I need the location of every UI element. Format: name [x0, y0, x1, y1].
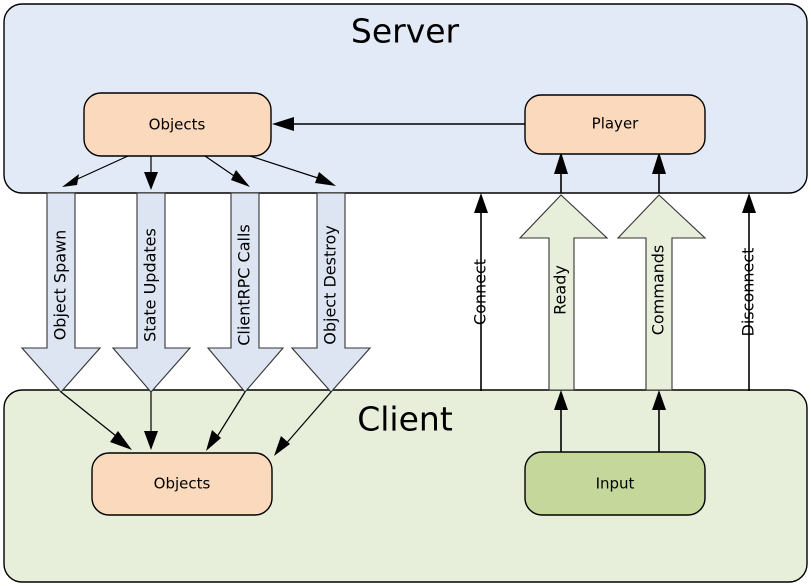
- object-spawn-arrow-shape: [20, 192, 102, 393]
- ready-label: Ready: [551, 265, 570, 315]
- client-objects-label: Objects: [154, 475, 211, 493]
- flow-arrow-ready: Ready: [518, 194, 609, 391]
- fanin-line-4: [283, 391, 332, 447]
- state-updates-arrow-shape: [111, 192, 192, 393]
- flow-arrow-commands: Commands: [616, 194, 707, 391]
- fanout-line-4: [249, 155, 325, 181]
- node-server-objects[interactable]: Objects: [83, 92, 272, 157]
- player-input-connectors: [554, 152, 666, 193]
- player-to-objects-arrowhead: [272, 117, 294, 131]
- flow-arrow-connect: Connect: [471, 193, 490, 391]
- connect-arrowhead: [474, 193, 488, 213]
- node-client-objects[interactable]: Objects: [91, 452, 273, 516]
- object-destroy-label: Object Destroy: [321, 225, 340, 344]
- server-player-label: Player: [592, 115, 640, 133]
- fanin-line-1: [60, 391, 122, 441]
- disconnect-arrowhead: [742, 193, 756, 213]
- input-output-connectors: [554, 390, 666, 452]
- flow-arrow-clientrpc-calls: ClientRPC Calls: [206, 192, 285, 393]
- client-input-label: Input: [596, 475, 635, 493]
- server-panel-label: Server: [351, 12, 460, 51]
- fanin-arrowhead-3: [206, 430, 221, 451]
- fanin-arrowhead-2: [144, 431, 158, 450]
- client-panel-label: Client: [357, 400, 453, 439]
- node-client-input[interactable]: Input: [524, 451, 706, 516]
- fanin-line-3: [214, 391, 246, 441]
- connect-label: Connect: [471, 259, 490, 325]
- server-objects-label: Objects: [149, 116, 206, 134]
- server-objects-box[interactable]: [83, 92, 272, 157]
- fanout-arrowhead-2: [144, 172, 158, 190]
- object-destroy-arrow-shape: [290, 192, 372, 393]
- input-to-ready-arrowhead: [554, 390, 568, 410]
- commands-to-player-arrowhead: [652, 152, 666, 174]
- server-player-box[interactable]: [524, 94, 706, 155]
- fanin-arrowhead-4: [274, 436, 290, 456]
- fanout-line-1: [70, 155, 129, 183]
- flow-arrow-disconnect: Disconnect: [739, 193, 758, 391]
- ready-to-player-arrowhead: [554, 152, 568, 174]
- ready-arrow-shape: [518, 194, 609, 391]
- clientrpc-calls-label: ClientRPC Calls: [235, 224, 254, 346]
- flow-arrow-object-destroy: Object Destroy: [290, 192, 372, 393]
- flow-arrow-state-updates: State Updates: [111, 192, 192, 393]
- clientrpc-calls-arrow-shape: [206, 192, 285, 393]
- flow-arrow-object-spawn: Object Spawn: [20, 192, 102, 393]
- fanout-arrowhead-4: [315, 172, 336, 186]
- object-spawn-label: Object Spawn: [51, 230, 70, 341]
- server-objects-fanout: [62, 155, 336, 190]
- input-to-commands-arrowhead: [652, 390, 666, 410]
- node-server-player[interactable]: Player: [524, 94, 706, 155]
- disconnect-label: Disconnect: [739, 248, 758, 337]
- client-objects-box[interactable]: [91, 452, 273, 516]
- player-to-objects-connector: [272, 117, 525, 131]
- state-updates-label: State Updates: [141, 228, 160, 342]
- fanin-arrowhead-1: [110, 431, 132, 450]
- fanout-arrowhead-1: [62, 174, 79, 187]
- fanout-arrowhead-3: [231, 170, 250, 187]
- client-input-box[interactable]: [524, 451, 706, 516]
- client-objects-fanin: [60, 391, 332, 456]
- client-panel: [3, 389, 808, 583]
- commands-label: Commands: [649, 245, 668, 336]
